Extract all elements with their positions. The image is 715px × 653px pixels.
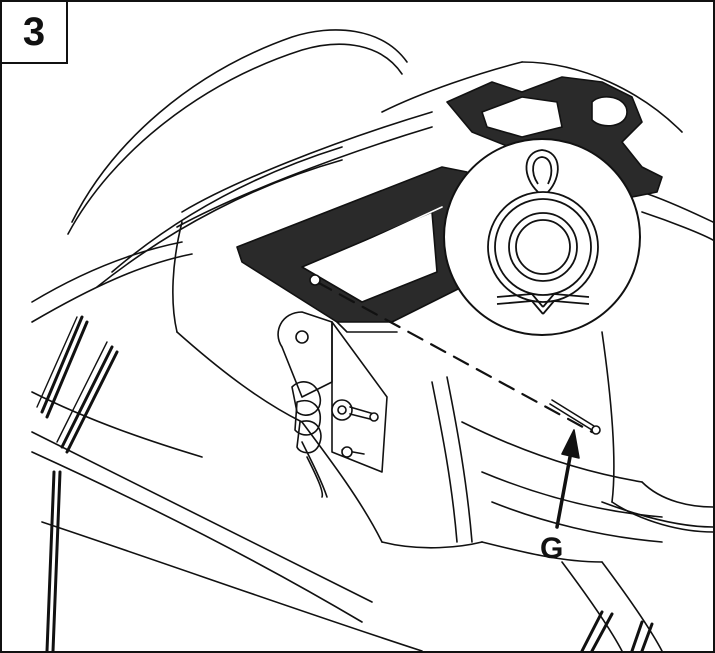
part-label-g-text: G xyxy=(540,532,564,565)
side-vents xyxy=(40,315,654,651)
hairpin-clip-icon xyxy=(487,149,599,315)
rear-flap xyxy=(236,166,473,333)
hood-body-outline xyxy=(172,221,713,651)
callout-arrow xyxy=(555,429,580,529)
top-deck-outline xyxy=(176,61,713,241)
bag-shell-outline xyxy=(31,29,423,651)
insertion-path xyxy=(315,280,594,434)
step-number: 3 xyxy=(22,9,46,54)
cotter-pin xyxy=(549,399,601,435)
part-label-g: G xyxy=(540,532,563,566)
cotter-pin-detail-icon xyxy=(443,138,641,336)
flap-pin-hole xyxy=(309,274,321,286)
hinge-assembly xyxy=(277,311,388,498)
step-number-badge: 3 xyxy=(2,2,68,64)
